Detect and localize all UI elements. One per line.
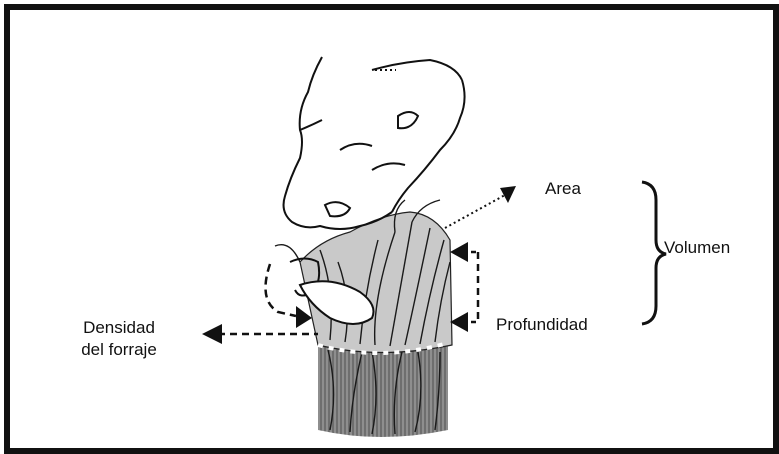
volume-bracket — [642, 182, 666, 324]
densidad-label-line2: del forraje — [64, 339, 174, 361]
area-arrow-line — [445, 195, 505, 228]
area-label: Area — [545, 178, 581, 200]
density-arrowhead — [202, 324, 222, 344]
volumen-label: Volumen — [664, 237, 730, 259]
densidad-label: Densidad del forraje — [64, 317, 174, 361]
area-arrowhead — [500, 186, 516, 203]
densidad-label-line1: Densidad — [64, 317, 174, 339]
grasp-dashed-path — [266, 264, 297, 316]
depth-top-arrowhead — [450, 242, 468, 262]
profundidad-label: Profundidad — [496, 314, 588, 336]
depth-bottom-arrowhead — [450, 312, 468, 332]
grasp-arrowhead — [296, 306, 312, 328]
